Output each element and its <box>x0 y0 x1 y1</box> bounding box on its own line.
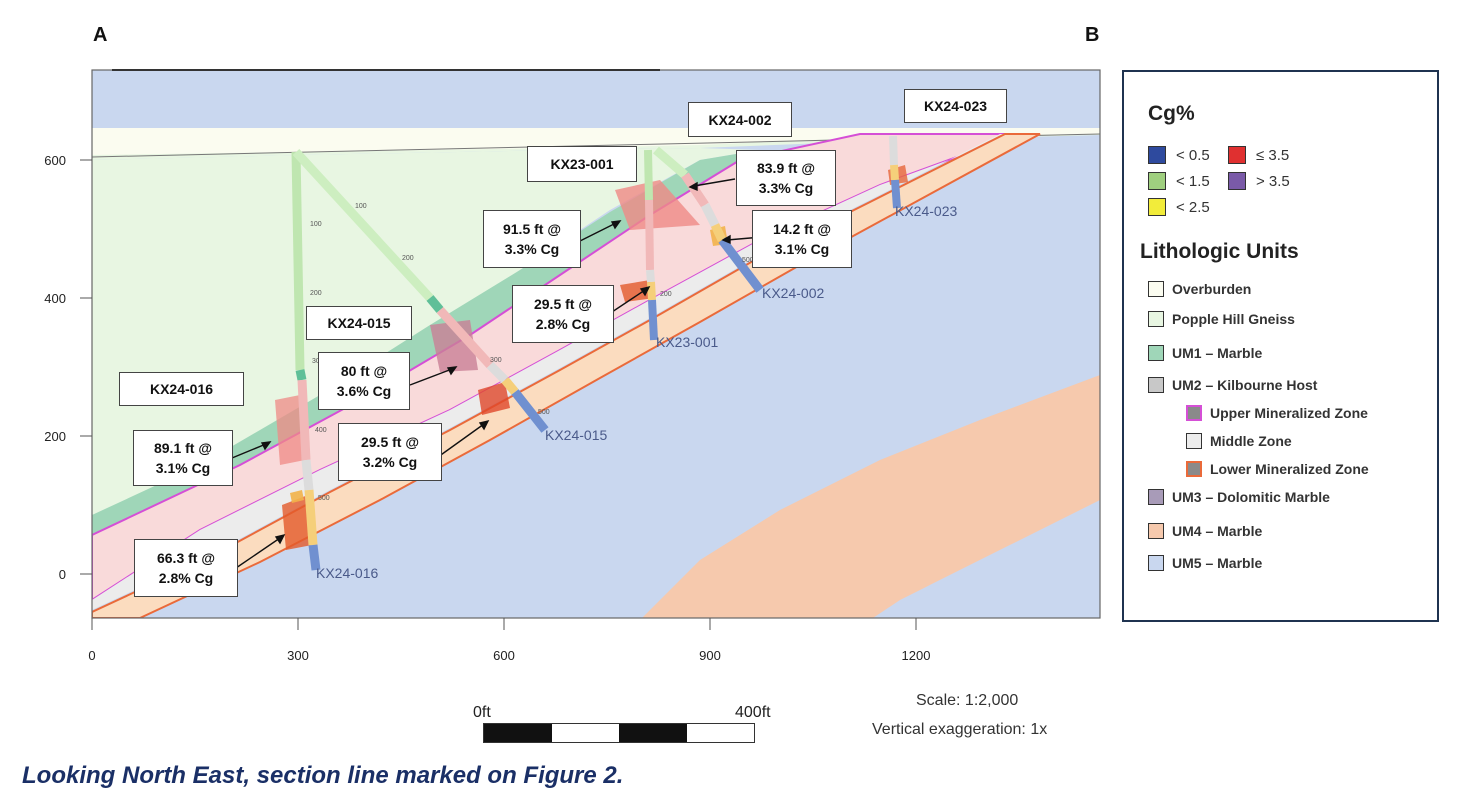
svg-text:300: 300 <box>490 357 502 364</box>
x-tick: 900 <box>699 648 721 663</box>
trace-labels: KX24-016 KX24-015 KX23-001 KX24-002 KX24… <box>316 203 957 581</box>
swatch-icon <box>1186 461 1202 477</box>
grade-halo <box>290 490 304 503</box>
cg-item: > 3.5 <box>1228 172 1290 190</box>
swatch-icon <box>1186 405 1202 421</box>
swatch-icon <box>1148 489 1164 505</box>
cg-item: ≤ 3.5 <box>1228 146 1289 164</box>
legend-item-upper-zone: Upper Mineralized Zone <box>1186 405 1368 421</box>
swatch-icon <box>1148 555 1164 571</box>
swatch-icon <box>1148 146 1166 164</box>
section-end-label: B <box>1085 24 1100 46</box>
trace-label-kx24-023: KX24-023 <box>895 203 957 219</box>
svg-text:100: 100 <box>310 221 322 228</box>
legend-item-um3: UM3 – Dolomitic Marble <box>1148 489 1330 505</box>
legend-item-middle-zone: Middle Zone <box>1186 433 1292 449</box>
intercept-box: 29.5 ft @2.8% Cg <box>512 285 614 343</box>
scale-text: Scale: 1:2,000 <box>916 692 1019 709</box>
hole-label-kx23-001: KX23-001 <box>527 146 637 182</box>
intercept-box: 29.5 ft @3.2% Cg <box>338 423 442 481</box>
swatch-icon <box>1148 377 1164 393</box>
vertical-exaggeration-text: Vertical exaggeration: 1x <box>872 721 1048 738</box>
scalebar-right-label: 400ft <box>735 704 771 721</box>
svg-text:200: 200 <box>310 290 322 297</box>
intercept-box: 80 ft @3.6% Cg <box>318 352 410 410</box>
legend-item-um2: UM2 – Kilbourne Host <box>1148 377 1317 393</box>
scale-bar <box>483 723 755 743</box>
swatch-icon <box>1148 345 1164 361</box>
litho-legend-title: Lithologic Units <box>1140 240 1299 263</box>
trace-label-kx24-016: KX24-016 <box>316 565 378 581</box>
y-tick: 400 <box>44 291 66 306</box>
tick-marks <box>80 159 917 630</box>
legend-item-um1: UM1 – Marble <box>1148 345 1262 361</box>
y-tick: 200 <box>44 429 66 444</box>
section-start-label: A <box>93 24 108 46</box>
intercept-box: 83.9 ft @3.3% Cg <box>736 150 836 206</box>
svg-text:500: 500 <box>318 495 330 502</box>
x-tick: 1200 <box>902 648 931 663</box>
overburden-unit <box>92 128 1100 155</box>
svg-text:500: 500 <box>742 257 754 264</box>
popple-hill-gneiss-lower <box>92 148 760 520</box>
drill-traces <box>291 135 901 571</box>
x-tick: 600 <box>493 648 515 663</box>
intercept-box: 66.3 ft @2.8% Cg <box>134 539 238 597</box>
intercept-box: 89.1 ft @3.1% Cg <box>133 430 233 486</box>
cg-item: < 2.5 <box>1148 198 1210 216</box>
grade-halo <box>275 395 305 465</box>
hole-label-kx24-023: KX24-023 <box>904 89 1007 123</box>
um5-lower-area <box>873 505 1100 618</box>
grade-halo <box>478 382 510 415</box>
intercept-box: 14.2 ft @3.1% Cg <box>752 210 852 268</box>
svg-text:300: 300 <box>312 358 324 365</box>
cg-item: < 1.5 <box>1148 172 1210 190</box>
swatch-icon <box>1228 146 1246 164</box>
x-tick: 300 <box>287 648 309 663</box>
grade-halo <box>620 280 655 302</box>
swatch-icon <box>1186 433 1202 449</box>
legend-item-um5: UM5 – Marble <box>1148 555 1262 571</box>
legend-item-lower-zone: Lower Mineralized Zone <box>1186 461 1369 477</box>
swatch-icon <box>1148 198 1166 216</box>
figure-caption: Looking North East, section line marked … <box>22 762 624 789</box>
grade-halo <box>615 180 700 230</box>
legend-panel: Cg% < 0.5 ≤ 3.5 < 1.5 > 3.5 < 2.5 Lithol… <box>1122 70 1439 622</box>
intercept-box: 91.5 ft @3.3% Cg <box>483 210 581 268</box>
trace-label-kx23-001: KX23-001 <box>656 334 718 350</box>
svg-text:400: 400 <box>315 427 327 434</box>
axis-ticks: 0 300 600 900 1200 600 400 200 0 <box>44 153 930 663</box>
svg-text:200: 200 <box>660 291 672 298</box>
x-tick: 0 <box>88 648 95 663</box>
y-tick: 600 <box>44 153 66 168</box>
swatch-icon <box>1148 311 1164 327</box>
legend-item-overburden: Overburden <box>1148 281 1251 297</box>
cg-legend-title: Cg% <box>1148 102 1195 125</box>
swatch-icon <box>1228 172 1246 190</box>
cg-item: < 0.5 <box>1148 146 1210 164</box>
legend-item-um4: UM4 – Marble <box>1148 523 1262 539</box>
hole-label-kx24-016: KX24-016 <box>119 372 244 406</box>
trace-label-kx24-002: KX24-002 <box>762 285 824 301</box>
trace-label-kx24-015: KX24-015 <box>545 427 607 443</box>
hole-label-kx24-015: KX24-015 <box>306 306 412 340</box>
swatch-icon <box>1148 281 1164 297</box>
scalebar-left-label: 0ft <box>473 704 491 721</box>
legend-item-popple-hill: Popple Hill Gneiss <box>1148 311 1295 327</box>
swatch-icon <box>1148 172 1166 190</box>
svg-text:500: 500 <box>538 409 550 416</box>
svg-text:100: 100 <box>355 203 367 210</box>
grade-halo <box>282 495 312 550</box>
um1-marble-unit <box>92 150 760 535</box>
hole-label-kx24-002: KX24-002 <box>688 102 792 137</box>
swatch-icon <box>1148 523 1164 539</box>
svg-text:200: 200 <box>402 255 414 262</box>
middle-zone <box>92 134 1020 610</box>
depth-marks: 100 200 300 400 500 100 200 300 500 200 … <box>310 203 754 502</box>
y-tick: 0 <box>59 567 66 582</box>
intercept-arrows <box>231 178 763 569</box>
